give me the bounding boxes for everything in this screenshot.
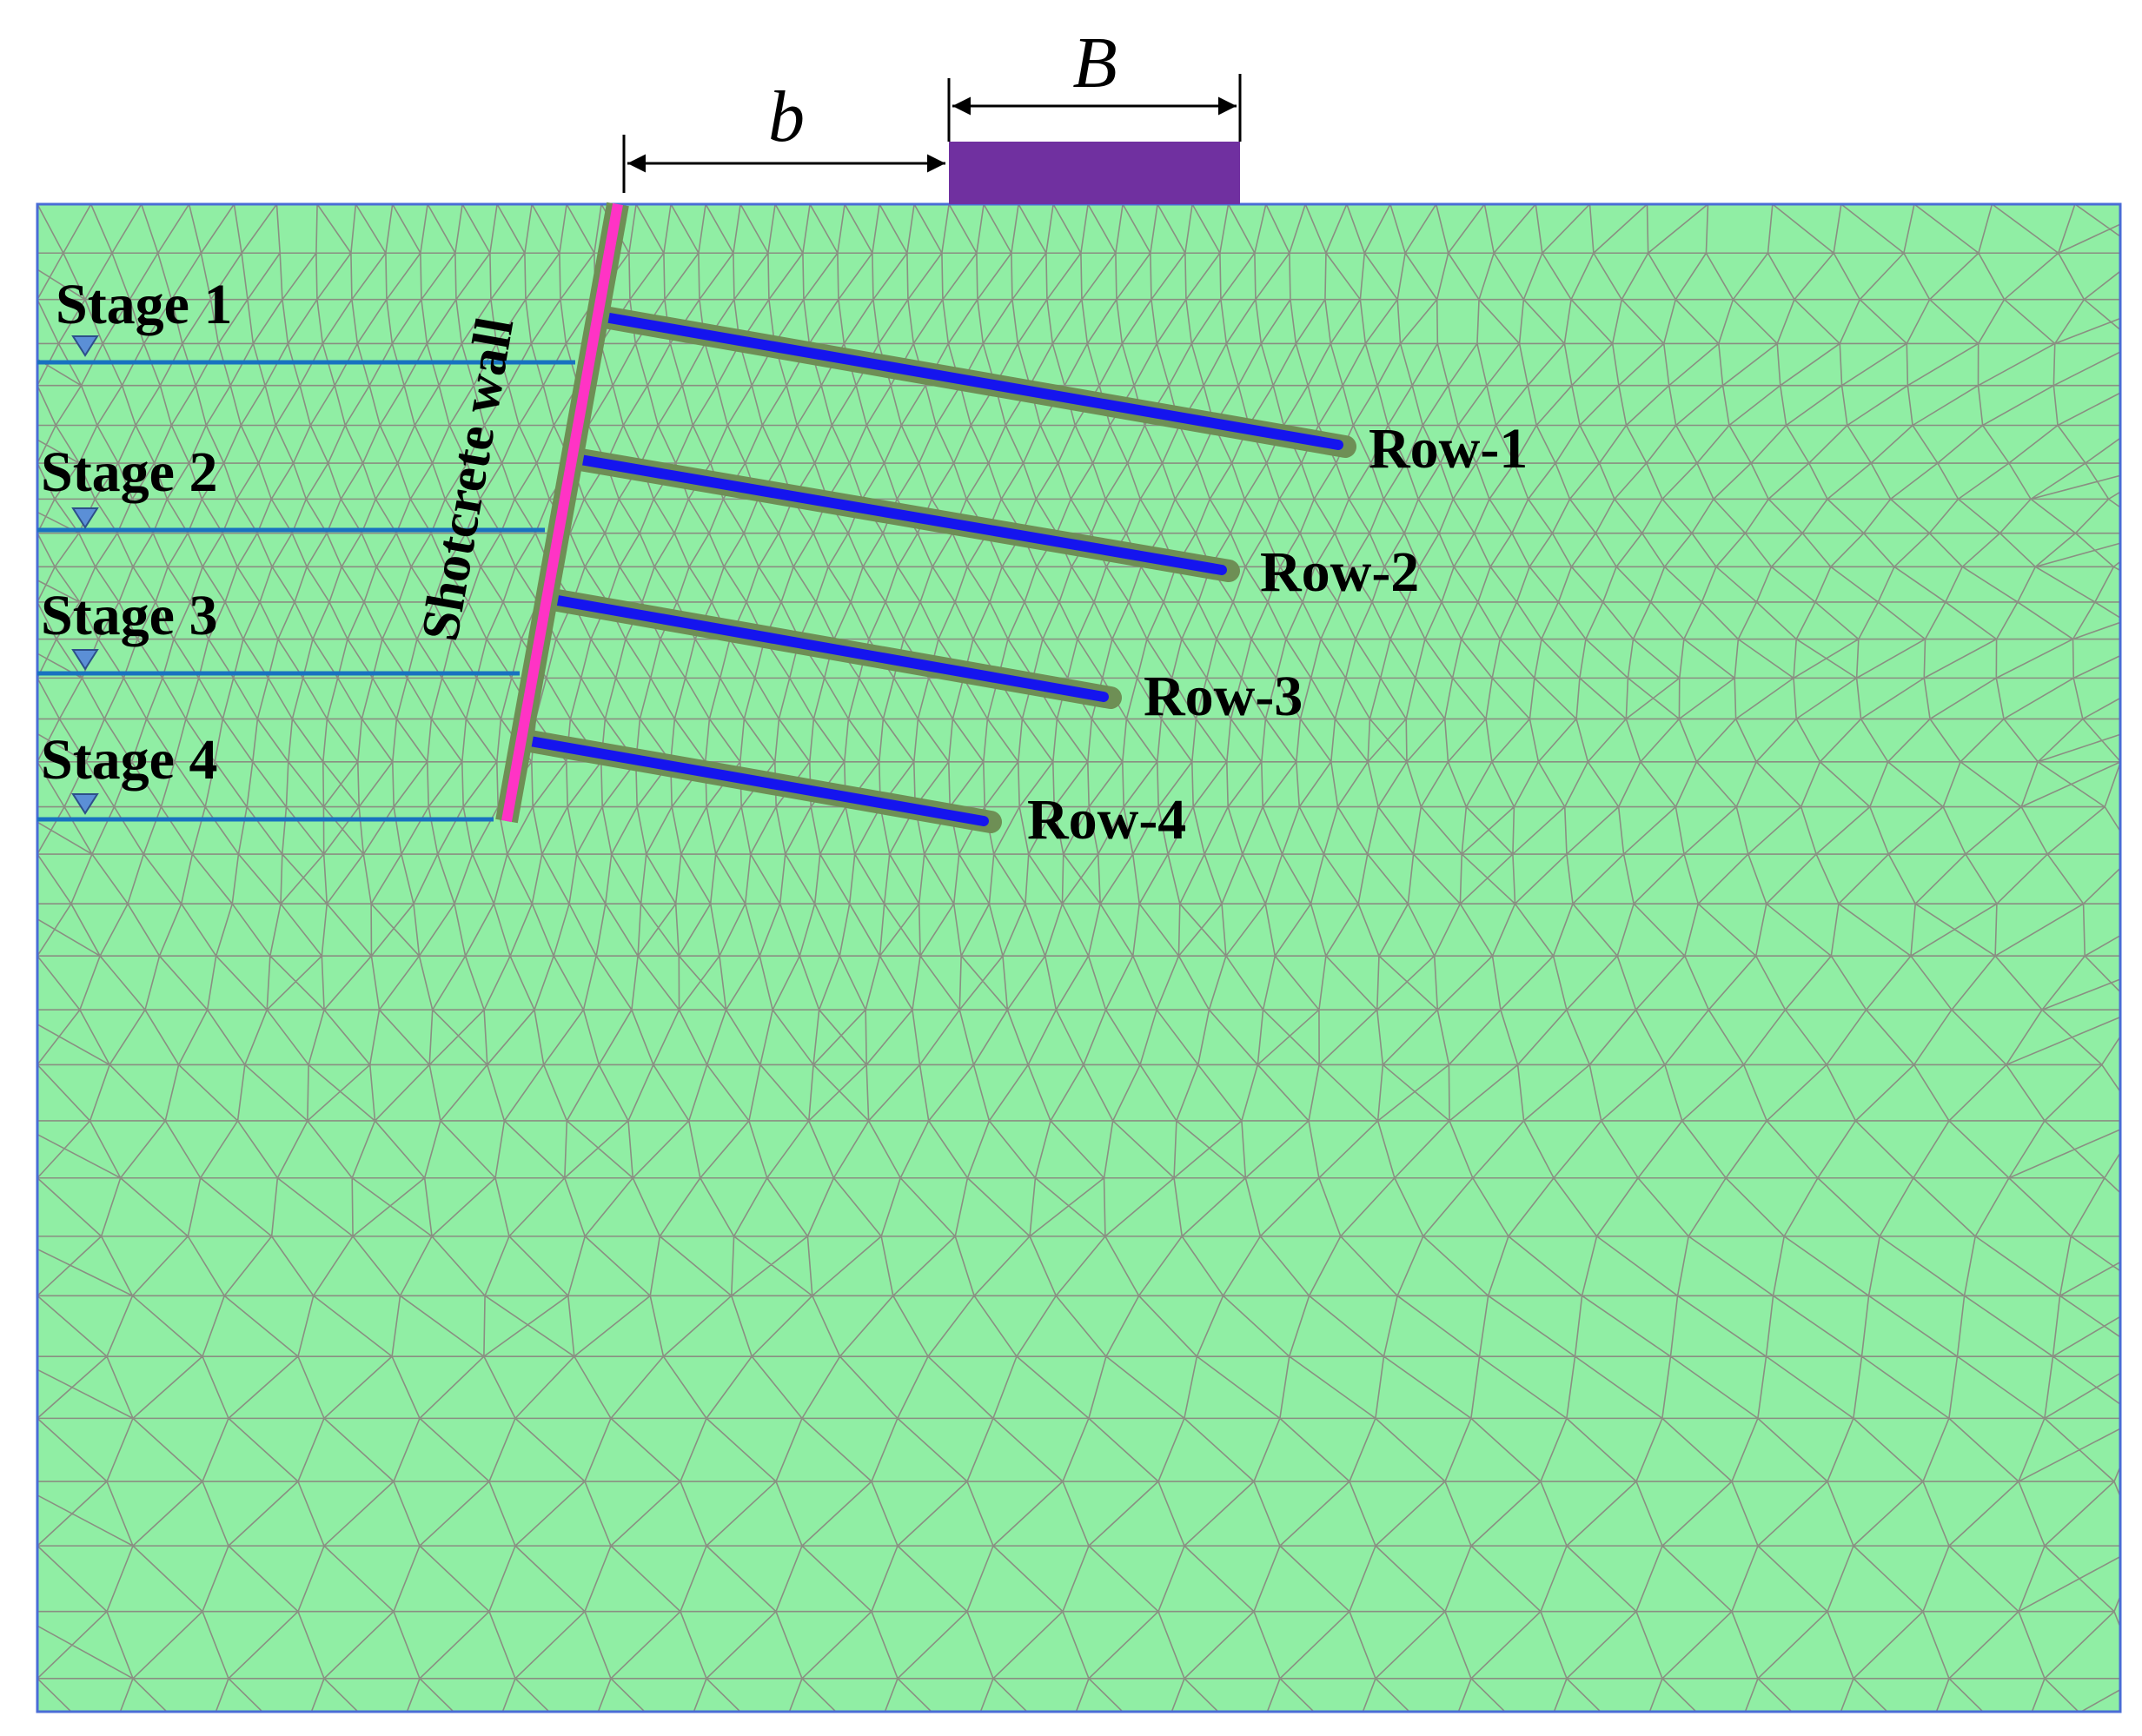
excavation-stage-lines <box>37 360 575 822</box>
row-2-label: Row-2 <box>1260 540 1419 604</box>
row-1-label: Row-1 <box>1369 417 1528 480</box>
inverted-triangle-icon <box>71 335 99 357</box>
mesh-edges <box>37 204 2120 1712</box>
nail-row-1 <box>588 305 1356 458</box>
inverted-triangle-icon <box>71 793 99 815</box>
finite-element-mesh <box>37 204 2120 1712</box>
strip-footing <box>949 142 1240 204</box>
stage-3-label: Stage 3 <box>41 584 217 647</box>
nail-row-2 <box>564 447 1240 582</box>
nail-row-4 <box>519 730 1002 833</box>
stage-4-label: Stage 4 <box>41 728 217 792</box>
shotcrete-wall <box>495 202 629 824</box>
water-level-markers <box>71 335 99 815</box>
soil-domain <box>37 204 2120 1712</box>
dim-b-label: b <box>768 76 805 157</box>
dimension-B: B <box>952 23 1242 142</box>
stage-1-label: Stage 1 <box>56 273 232 336</box>
inverted-triangle-icon <box>71 649 99 671</box>
row-3-label: Row-3 <box>1144 665 1303 728</box>
soil-nails <box>519 305 1356 833</box>
dim-B-label: B <box>1072 23 1117 103</box>
inverted-triangle-icon <box>71 507 99 529</box>
dimension-b: b <box>622 76 951 193</box>
row-4-label: Row-4 <box>1027 788 1186 851</box>
stage-2-label: Stage 2 <box>41 441 217 504</box>
nail-row-3 <box>541 588 1122 709</box>
